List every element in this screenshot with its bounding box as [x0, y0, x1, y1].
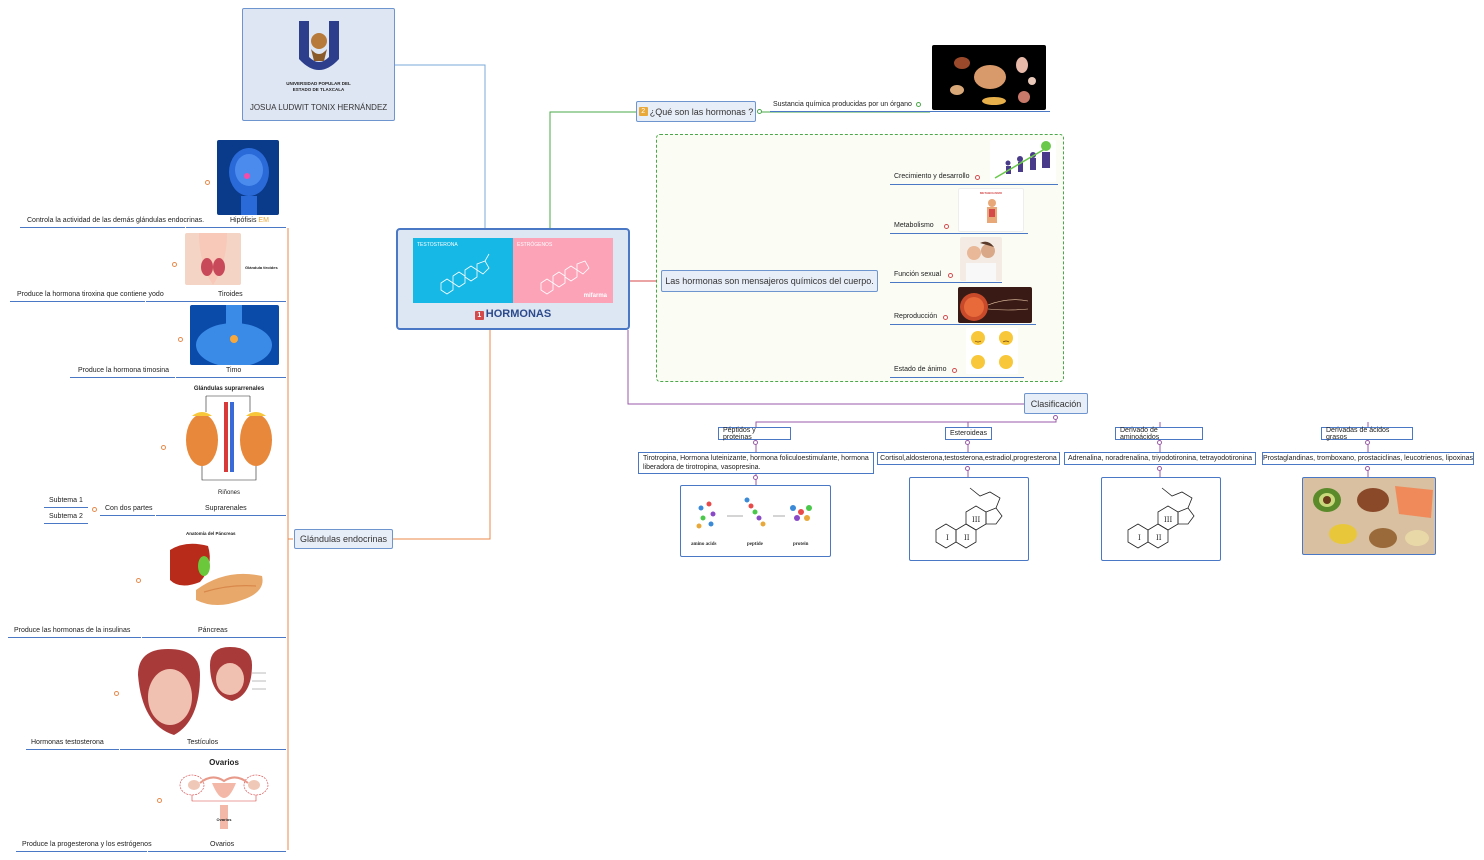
subtema-2: Subtema 2 [49, 513, 83, 520]
testicles-image [128, 645, 278, 737]
answer-toggle[interactable] [916, 102, 921, 107]
subtema-1: Subtema 1 [49, 497, 83, 504]
fatty-acid-foods-image [1302, 477, 1436, 555]
gland-tiroides: Tiroides [218, 291, 243, 298]
mensajero-item-crecimiento: Crecimiento y desarrollo [894, 173, 970, 180]
toggle-acidos[interactable] [1365, 440, 1370, 445]
toggle-desc-aminoacidos[interactable] [1157, 466, 1162, 471]
toggle-reproduccion[interactable] [943, 315, 948, 320]
steroid-image: I II III [909, 477, 1029, 561]
gland-suprarenales: Suprarenales [205, 505, 247, 512]
toggle-crecimiento[interactable] [975, 175, 980, 180]
toggle-subtemas[interactable] [92, 507, 97, 512]
toggle-aminoacidos[interactable] [1157, 440, 1162, 445]
pituitary-image [217, 140, 279, 215]
toggle-metabolismo[interactable] [944, 224, 949, 229]
que-son-node[interactable]: 2¿Qué son las hormonas ? [636, 101, 756, 122]
toggle-ovarios-img[interactable] [157, 798, 162, 803]
toggle-estado[interactable] [952, 368, 957, 373]
glands-image [932, 45, 1046, 110]
author-name: JOSUA LUDWIT TONIX HERNÁNDEZ [249, 103, 388, 112]
mensajero-item-metabolismo: Metabolismo [894, 222, 934, 229]
group-acidos-grasos[interactable]: Derivadas de ácidos grasos [1321, 427, 1413, 441]
testosterone-image: TESTOSTERONA [413, 238, 513, 303]
gland-hipofisis: Hipófisis EM [230, 217, 269, 224]
pancreas-image: Anatomía del Páncreas [146, 528, 278, 616]
desc-pancreas: Produce las hormonas de la insulinas [14, 627, 131, 634]
toggle-desc-peptidos[interactable] [753, 475, 758, 480]
group-esteroideas[interactable]: Esteroideas [945, 427, 992, 440]
glandulas-node[interactable]: Glándulas endocrinas [294, 529, 393, 549]
group-aminoacidos[interactable]: Derivado de aminoácidos [1115, 427, 1203, 441]
peptide-image: amino acids peptide protein [680, 485, 831, 557]
toggle-peptidos[interactable] [753, 440, 758, 445]
mensajero-item-funcion-sexual: Función sexual [894, 271, 942, 278]
que-son-answer: Sustancia química producidas por un órga… [773, 101, 912, 108]
desc-testiculos: Hormonas testosterona [31, 739, 104, 746]
toggle-desc-acidos[interactable] [1365, 466, 1370, 471]
toggle-clasificacion[interactable] [1053, 415, 1058, 420]
desc-hipofisis: Controla la actividad de las demás glánd… [27, 217, 205, 224]
group-peptidos[interactable]: Péptidos y proteinas [718, 427, 791, 441]
couple-image [960, 237, 1002, 281]
university-name: UNIVERSIDAD POPULAR DEL ESTADO DE TLAXCA… [286, 81, 351, 92]
metabolism-image: METABOLISMO [958, 188, 1024, 232]
svg-text:III: III [972, 516, 981, 524]
toggle-pancreas-img[interactable] [136, 578, 141, 583]
toggle-desc-esteroideas[interactable] [965, 466, 970, 471]
mensajeros-node[interactable]: Las hormonas son mensajeros químicos del… [661, 270, 878, 292]
svg-text:I: I [946, 534, 949, 542]
toggle-funcion[interactable] [948, 273, 953, 278]
toggle-timo-img[interactable] [178, 337, 183, 342]
ovaries-image: Ovarios Ovarios [172, 755, 276, 835]
toggle-suprarenales-img[interactable] [161, 445, 166, 450]
desc-suprarenales: Con dos partes [105, 505, 153, 512]
adrenal-image: Glándulas suprarrenales Riñones [178, 384, 280, 498]
desc-aminoacidos: Adrenalina, noradrenalina, triyodotironi… [1064, 452, 1256, 465]
svg-text:II: II [1156, 534, 1162, 542]
que-son-toggle[interactable] [757, 109, 762, 114]
toggle-esteroideas[interactable] [965, 440, 970, 445]
toggle-tiroides-img[interactable] [172, 262, 177, 267]
gland-timo: Timo [226, 367, 242, 374]
estrogen-image: ESTRÓGENOS mifarma [513, 238, 613, 303]
emoji-image [966, 328, 1018, 374]
svg-text:I: I [1138, 534, 1141, 542]
mensajero-item-estado-animo: Estado de ánimo [894, 366, 947, 373]
gland-testiculos: Testículos [187, 739, 219, 746]
desc-acidos: Prostaglandinas, tromboxano, prostacicli… [1262, 452, 1474, 465]
svg-text:III: III [1164, 516, 1173, 524]
desc-tiroides: Produce la hormona tiroxina que contiene… [17, 291, 164, 298]
toggle-hipofisis-img[interactable] [205, 180, 210, 185]
desc-esteroideas: Cortisol,aldosterona,testosterona,estrad… [877, 452, 1060, 465]
clasificacion-node[interactable]: Clasificación [1024, 393, 1088, 414]
svg-text:II: II [964, 534, 970, 542]
reproduction-image [958, 287, 1032, 323]
desc-peptidos: Tirotropina, Hormona luteinizante, hormo… [638, 452, 874, 474]
desc-timo: Produce la hormona timosina [78, 367, 170, 374]
aminoacid-steroid-image: I II III [1101, 477, 1221, 561]
desc-ovarios: Produce la progesterona y los estrógenos [22, 841, 152, 848]
gland-pancreas: Páncreas [198, 627, 228, 634]
growth-image [990, 140, 1056, 182]
gland-ovarios: Ovarios [210, 841, 235, 848]
toggle-testiculos-img[interactable] [114, 691, 119, 696]
mensajero-item-reproduccion: Reproducción [894, 313, 938, 320]
thyroid-image [185, 233, 241, 285]
university-logo-icon [298, 21, 339, 70]
author-node[interactable]: UNIVERSIDAD POPULAR DEL ESTADO DE TLAXCA… [242, 8, 395, 121]
thymus-image [190, 305, 279, 365]
